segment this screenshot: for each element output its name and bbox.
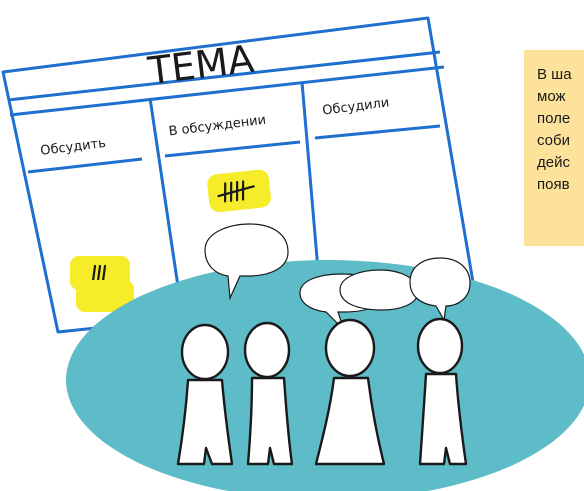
note-line: дейс xyxy=(537,154,570,171)
person-icon xyxy=(243,321,294,466)
tally-marks-icon xyxy=(91,264,107,283)
speech-bubble-icon xyxy=(409,257,471,322)
speech-bubble-icon xyxy=(339,269,419,311)
sticky-note-in-discussion xyxy=(207,169,271,213)
tally-marks-icon xyxy=(217,180,255,203)
note-line: В ша xyxy=(537,66,572,83)
person-icon xyxy=(176,323,234,466)
note-line: мож xyxy=(537,88,566,105)
info-note: В ша мож поле соби дейс появ xyxy=(524,50,584,246)
person-icon xyxy=(314,318,386,466)
note-line: соби xyxy=(537,132,570,149)
note-line: появ xyxy=(537,176,570,193)
note-line: поле xyxy=(537,110,571,127)
person-icon xyxy=(416,317,468,466)
speech-bubble-icon xyxy=(204,223,289,301)
sticky-note-to-discuss-2 xyxy=(76,280,134,312)
